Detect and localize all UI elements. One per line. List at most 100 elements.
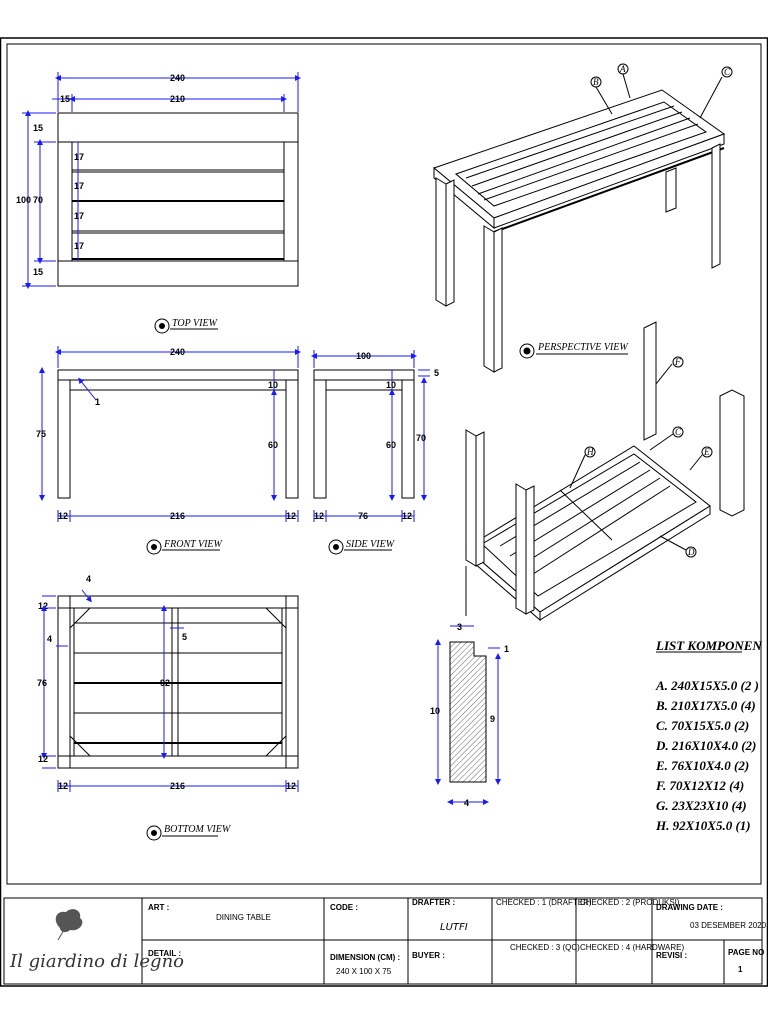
dim-top-240: 240 bbox=[170, 73, 185, 83]
dim-front-12-l: 12 bbox=[58, 511, 68, 521]
part-letter-e: E bbox=[703, 447, 710, 457]
drafter-label: DRAFTER : bbox=[412, 898, 455, 907]
checked-2-label: CHECKED : 2 (PRODUKSI) bbox=[580, 898, 680, 907]
revisi-label: REVISI : bbox=[656, 951, 687, 960]
code-label: CODE : bbox=[330, 903, 358, 912]
dimension-value: 240 X 100 X 75 bbox=[336, 967, 392, 976]
dim-side-76: 76 bbox=[358, 511, 368, 521]
dim-front-240: 240 bbox=[170, 347, 185, 357]
page-no-label: PAGE NO : bbox=[728, 948, 768, 957]
dim-side-5: 5 bbox=[434, 368, 439, 378]
dim-bottom-12-bot: 12 bbox=[38, 754, 48, 764]
dim-bottom-76: 76 bbox=[37, 678, 47, 688]
component-item: F. 70X12X12 (4) bbox=[655, 778, 744, 793]
view-marker-icon bbox=[333, 544, 339, 550]
component-item: D. 216X10X4.0 (2) bbox=[655, 738, 756, 753]
drafter-signature: LUTFI bbox=[440, 922, 468, 933]
dim-front-75: 75 bbox=[36, 429, 46, 439]
dim-top-17-b: 17 bbox=[74, 181, 84, 191]
section-detail: 3 1 10 9 4 bbox=[430, 622, 509, 808]
dim-detail-4: 4 bbox=[464, 798, 469, 808]
dim-front-216: 216 bbox=[170, 511, 185, 521]
dim-front-12-r: 12 bbox=[286, 511, 296, 521]
dim-detail-1: 1 bbox=[504, 644, 509, 654]
dim-front-10: 10 bbox=[268, 380, 278, 390]
perspective-view-label: PERSPECTIVE VIEW bbox=[537, 342, 629, 353]
checked-4-label: CHECKED : 4 (HARDWARE) bbox=[580, 943, 684, 952]
buyer-label: BUYER : bbox=[412, 951, 445, 960]
top-view: 240 210 15 100 70 15 15 17 17 17 17 TOP … bbox=[16, 72, 301, 334]
dim-front-1: 1 bbox=[95, 397, 100, 407]
dim-side-12-l: 12 bbox=[314, 511, 324, 521]
perspective-view: B A C PERSPECTIVE VIEW bbox=[432, 63, 733, 373]
dimension-label: DIMENSION (CM) : bbox=[330, 953, 400, 962]
front-view-label: FRONT VIEW bbox=[163, 539, 224, 550]
view-marker-icon bbox=[523, 347, 531, 355]
dim-side-70: 70 bbox=[416, 433, 426, 443]
component-item: C. 70X15X5.0 (2) bbox=[656, 718, 749, 733]
drawing-frame bbox=[6, 43, 762, 885]
logo-text: Il giardino di legno bbox=[9, 951, 184, 972]
drawing-date-value: 03 DESEMBER 2020 bbox=[690, 921, 767, 930]
front-view: 240 75 10 60 1 12 216 12 FRONT VIEW bbox=[36, 346, 301, 555]
dim-top-70: 70 bbox=[33, 195, 43, 205]
dim-detail-3: 3 bbox=[457, 622, 462, 632]
brand-logo: Il giardino di legno bbox=[9, 909, 184, 972]
part-letter-d: D bbox=[687, 547, 695, 557]
art-label: ART : bbox=[148, 903, 169, 912]
component-list: LIST KOMPONEN A. 240X15X5.0 (2 ) B. 210X… bbox=[655, 638, 762, 833]
dim-bottom-12-top: 12 bbox=[38, 601, 48, 611]
view-marker-icon bbox=[151, 544, 157, 550]
dim-detail-9: 9 bbox=[490, 714, 495, 724]
part-letter-f: F bbox=[674, 357, 681, 367]
view-marker-icon bbox=[159, 323, 165, 329]
bottom-view-label: BOTTOM VIEW bbox=[164, 824, 232, 835]
dim-top-17-a: 17 bbox=[74, 152, 84, 162]
component-item: A. 240X15X5.0 (2 ) bbox=[655, 678, 759, 693]
bottom-view: 4 12 4 5 76 92 12 12 216 12 BOTTOM VIEW bbox=[37, 574, 299, 841]
dim-bottom-92: 92 bbox=[160, 678, 170, 688]
dim-top-15-a: 15 bbox=[33, 123, 43, 133]
exploded-view: F C E H D bbox=[465, 321, 745, 622]
dim-bottom-5: 5 bbox=[182, 632, 187, 642]
dim-front-60: 60 bbox=[268, 440, 278, 450]
page-no-value: 1 bbox=[738, 965, 743, 974]
side-view-label: SIDE VIEW bbox=[346, 539, 396, 550]
dim-side-100: 100 bbox=[356, 351, 371, 361]
component-item: G. 23X23X10 (4) bbox=[656, 798, 747, 813]
dim-top-15-w: 15 bbox=[60, 94, 70, 104]
part-letter-c: C bbox=[724, 67, 731, 77]
dim-top-17-d: 17 bbox=[74, 241, 84, 251]
view-marker-icon bbox=[151, 830, 157, 836]
dim-top-17-c: 17 bbox=[74, 211, 84, 221]
part-letter-c2: C bbox=[675, 427, 682, 437]
part-letter-h: H bbox=[586, 447, 594, 457]
title-block: Il giardino di legno ART : DINING TABLE … bbox=[3, 897, 768, 985]
component-list-title: LIST KOMPONEN bbox=[655, 638, 762, 653]
checked-1-label: CHECKED : 1 (DRAFTER) bbox=[496, 898, 592, 907]
dim-side-12-r: 12 bbox=[402, 511, 412, 521]
detail-label: DETAIL : bbox=[148, 949, 181, 958]
dim-bottom-4-top: 4 bbox=[86, 574, 91, 584]
dim-bottom-12-l: 12 bbox=[58, 781, 68, 791]
dim-top-100: 100 bbox=[16, 195, 31, 205]
dim-side-60: 60 bbox=[386, 440, 396, 450]
component-item: H. 92X10X5.0 (1) bbox=[655, 818, 751, 833]
side-view: 100 5 10 60 70 12 76 12 SIDE VIEW bbox=[311, 350, 439, 555]
dim-bottom-4-left: 4 bbox=[47, 634, 52, 644]
component-item: B. 210X17X5.0 (4) bbox=[655, 698, 756, 713]
part-letter-b: B bbox=[593, 77, 599, 87]
dim-bottom-12-r: 12 bbox=[286, 781, 296, 791]
dim-top-210: 210 bbox=[170, 94, 185, 104]
dim-side-10: 10 bbox=[386, 380, 396, 390]
part-letter-a: A bbox=[619, 64, 626, 74]
drawing-date-label: DRAWING DATE : bbox=[656, 903, 723, 912]
dim-top-15-b: 15 bbox=[33, 267, 43, 277]
art-value: DINING TABLE bbox=[216, 913, 271, 922]
component-item: E. 76X10X4.0 (2) bbox=[655, 758, 749, 773]
dim-bottom-216: 216 bbox=[170, 781, 185, 791]
checked-3-label: CHECKED : 3 (QC) bbox=[510, 943, 580, 952]
dim-detail-10: 10 bbox=[430, 706, 440, 716]
